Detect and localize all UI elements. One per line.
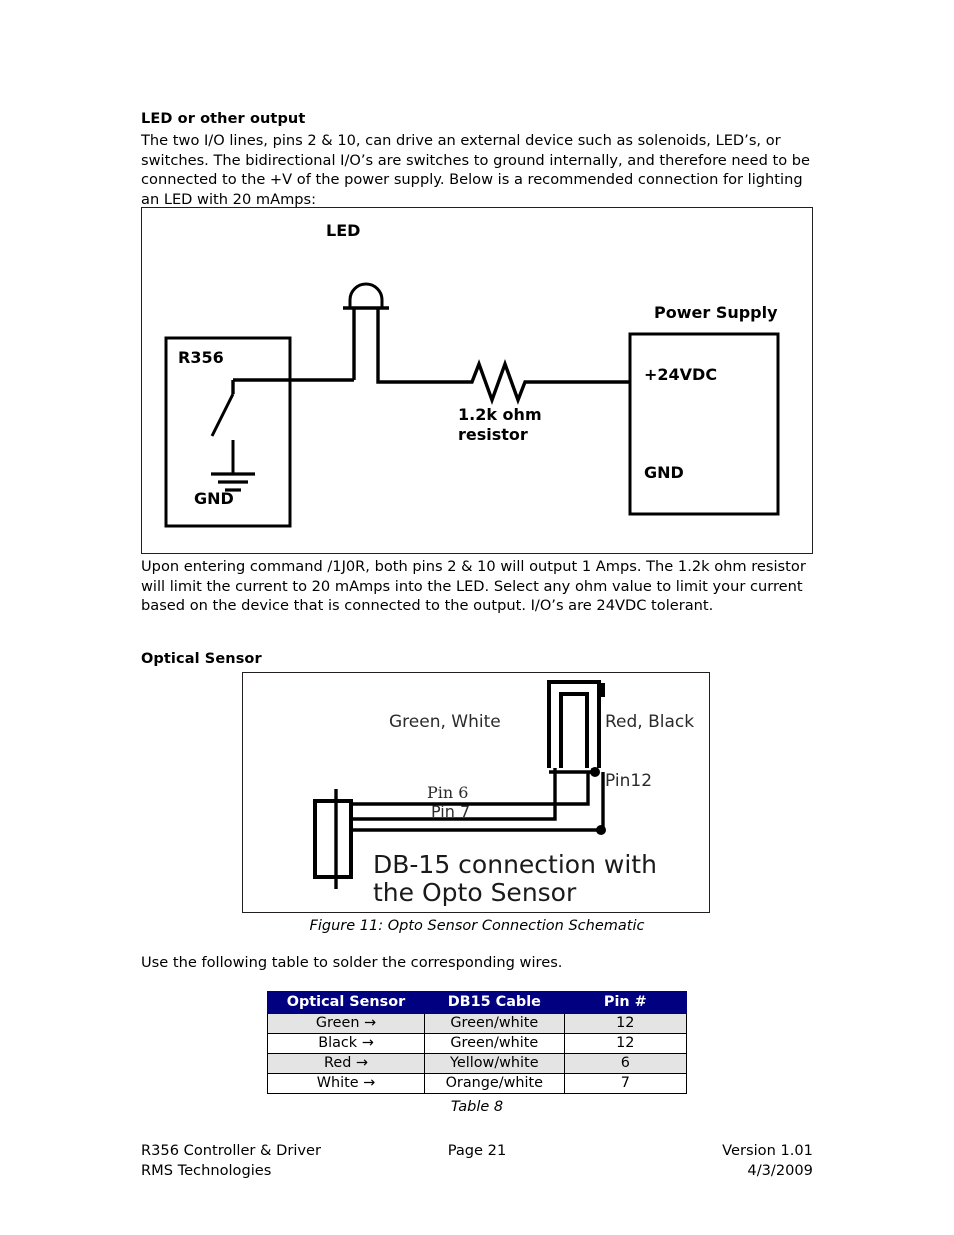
cell-db15-cable: Yellow/white (424, 1053, 565, 1074)
table-row: Red → Yellow/white 6 (267, 1053, 688, 1074)
switch-blade (210, 393, 235, 437)
figure-led-circuit: LED R356 GND 1.2k ohm resistor Power Sup… (141, 207, 813, 554)
label-db15-line1: DB-15 connection with (373, 850, 657, 879)
opto-sensor-outer-body (547, 680, 601, 768)
label-db15-line2: the Opto Sensor (373, 878, 577, 907)
footer-date: 4/3/2009 (747, 1161, 813, 1179)
table-header-optical-sensor: Optical Sensor (267, 991, 425, 1014)
paragraph-table-intro: Use the following table to solder the co… (141, 954, 563, 971)
power-supply-box (628, 332, 780, 516)
label-voltage: +24VDC (644, 365, 717, 384)
cell-optical-sensor: Green → (267, 1013, 425, 1034)
label-resistor-value: 1.2k ohm (458, 405, 542, 424)
footer-company-name: RMS Technologies (141, 1161, 272, 1179)
footer-page-number: Page 21 (447, 1142, 507, 1159)
cell-optical-sensor: Red → (267, 1053, 425, 1074)
cell-pin-number: 7 (563, 1073, 688, 1094)
opto-wiring-table: Optical Sensor DB15 Cable Pin # Green → … (267, 991, 688, 1094)
cell-optical-sensor: Black → (267, 1033, 425, 1054)
table-header-pin-number: Pin # (563, 991, 688, 1014)
cell-db15-cable: Green/white (424, 1033, 565, 1054)
resistor-symbol (462, 358, 535, 406)
label-green-white: Green, White (389, 712, 501, 732)
label-gnd-left: GND (194, 489, 234, 508)
table-row: White → Orange/white 7 (267, 1073, 688, 1094)
table-8-caption: Table 8 (450, 1099, 504, 1115)
cell-pin-number: 6 (563, 1053, 688, 1074)
footer-product-name: R356 Controller & Driver (141, 1142, 321, 1159)
label-pin6: Pin 6 (427, 783, 468, 802)
cell-pin-number: 12 (563, 1033, 688, 1054)
label-pin7: Pin 7 (431, 802, 470, 821)
r356-box (164, 336, 292, 528)
opto-sensor-tab (599, 683, 605, 697)
footer-line-1: R356 Controller & Driver Page 21 Version… (141, 1141, 813, 1161)
label-red-black: Red, Black (605, 712, 694, 732)
figure-opto-sensor: Green, White Red, Black Pin 6 Pin 7 Pin1… (242, 672, 710, 913)
footer-version: Version 1.01 (722, 1142, 813, 1159)
cell-db15-cable: Orange/white (424, 1073, 565, 1094)
cell-db15-cable: Green/white (424, 1013, 565, 1034)
label-power-supply: Power Supply (654, 303, 778, 322)
wire-pin6 (351, 773, 590, 806)
paragraph-led-after: Upon entering command /1J0R, both pins 2… (141, 558, 806, 615)
led-circuit-schematic: LED R356 GND 1.2k ohm resistor Power Sup… (164, 221, 780, 528)
figure-11-caption: Figure 11: Opto Sensor Connection Schema… (309, 918, 645, 934)
page-footer: R356 Controller & Driver Page 21 Version… (141, 1141, 813, 1180)
footer-line-2: RMS Technologies 4/3/2009 (141, 1161, 813, 1181)
label-gnd-right: GND (644, 463, 684, 482)
cell-optical-sensor: White → (267, 1073, 425, 1094)
led-dome (348, 282, 384, 308)
wire-pin7 (351, 795, 557, 821)
junction-dot-pin12 (590, 767, 600, 777)
cell-pin-number: 12 (563, 1013, 688, 1034)
label-led: LED (326, 221, 360, 240)
label-r356: R356 (178, 348, 224, 367)
led-leg-right (376, 308, 462, 384)
paragraph-led-intro: The two I/O lines, pins 2 & 10, can driv… (141, 132, 811, 208)
db15-connector-body (313, 799, 353, 879)
label-pin12: Pin12 (605, 771, 652, 791)
heading-led-or-other-output: LED or other output (141, 111, 306, 127)
table-row: Green → Green/white 12 (267, 1013, 688, 1034)
label-resistor-word: resistor (458, 425, 528, 444)
table-header-row: Optical Sensor DB15 Cable Pin # (267, 991, 688, 1014)
opto-sensor-slot (559, 692, 589, 768)
footer-spacer (390, 1161, 565, 1181)
table-header-db15-cable: DB15 Cable (424, 991, 565, 1014)
table-row: Black → Green/white 12 (267, 1033, 688, 1054)
heading-optical-sensor: Optical Sensor (141, 651, 262, 667)
opto-sensor-schematic: Green, White Red, Black Pin 6 Pin 7 Pin1… (313, 680, 694, 907)
